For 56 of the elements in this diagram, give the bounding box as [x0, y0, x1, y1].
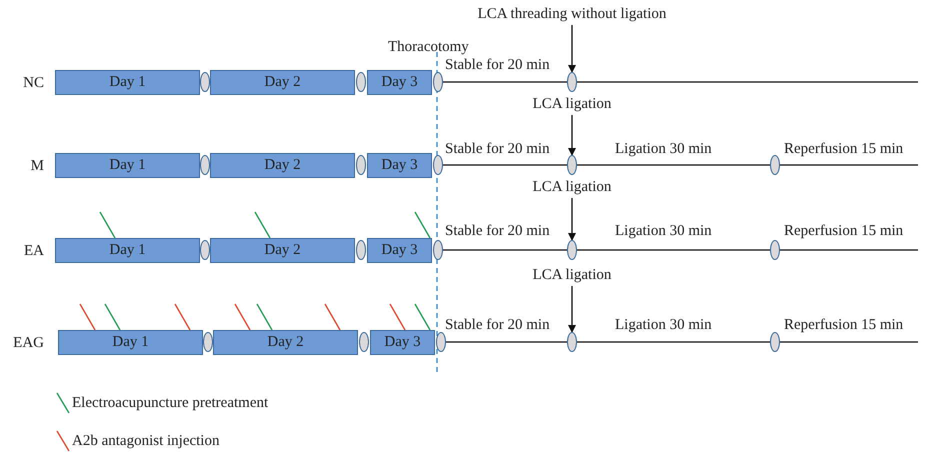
step-label: Reperfusion 15 min [784, 222, 904, 240]
timepoint-marker [567, 240, 577, 260]
step-label: Stable for 20 min [445, 222, 550, 240]
annotation-label: Thoracotomy [388, 38, 469, 56]
step-label: Reperfusion 15 min [784, 140, 904, 158]
timepoint-marker [200, 155, 210, 175]
timepoint-marker [433, 155, 443, 175]
annotation-label: LCA ligation [442, 266, 702, 284]
day-bar: Day 2 [210, 70, 355, 95]
step-label: Ligation 30 min [615, 316, 712, 334]
timepoint-marker [770, 155, 780, 175]
day-bar: Day 1 [55, 238, 200, 263]
timepoint-marker [200, 240, 210, 260]
timepoint-marker [356, 72, 366, 92]
step-label: Stable for 20 min [445, 140, 550, 158]
day-bar: Day 2 [213, 330, 358, 355]
annotation-label: LCA threading without ligation [442, 5, 702, 23]
timepoint-marker [567, 72, 577, 92]
day-bar: Day 1 [55, 70, 200, 95]
step-label: Ligation 30 min [615, 140, 712, 158]
day-bar: Day 3 [367, 70, 432, 95]
timepoint-marker [433, 72, 443, 92]
step-label: Reperfusion 15 min [784, 316, 904, 334]
arrow [568, 25, 576, 73]
step-label: Stable for 20 min [445, 316, 550, 334]
row-label: EAG [12, 334, 44, 352]
timepoint-marker [436, 332, 446, 352]
timepoint-marker [770, 332, 780, 352]
arrow [568, 198, 576, 241]
day-bar: Day 1 [55, 153, 200, 178]
day-bar: Day 2 [210, 238, 355, 263]
timepoint-marker [359, 332, 369, 352]
arrow [568, 286, 576, 333]
step-label: Stable for 20 min [445, 56, 550, 74]
legend-text: Electroacupuncture pretreatment [72, 394, 268, 412]
day-bar: Day 1 [58, 330, 203, 355]
timepoint-marker [433, 240, 443, 260]
legend-text: A2b antagonist injection [72, 432, 220, 450]
timepoint-marker [770, 240, 780, 260]
timepoint-marker [567, 332, 577, 352]
timepoint-marker [200, 72, 210, 92]
day-bar: Day 2 [210, 153, 355, 178]
row-label: M [30, 157, 44, 175]
timepoint-marker [203, 332, 213, 352]
step-label: Ligation 30 min [615, 222, 712, 240]
annotation-label: LCA ligation [442, 178, 702, 196]
day-bar: Day 3 [370, 330, 435, 355]
timepoint-marker [567, 155, 577, 175]
day-bar: Day 3 [367, 153, 432, 178]
day-bar: Day 3 [367, 238, 432, 263]
annotation-label: LCA ligation [442, 95, 702, 113]
timepoint-marker [356, 240, 366, 260]
timepoint-marker [356, 155, 366, 175]
row-label: EA [23, 242, 44, 260]
arrow [568, 115, 576, 156]
row-label: NC [22, 74, 44, 92]
